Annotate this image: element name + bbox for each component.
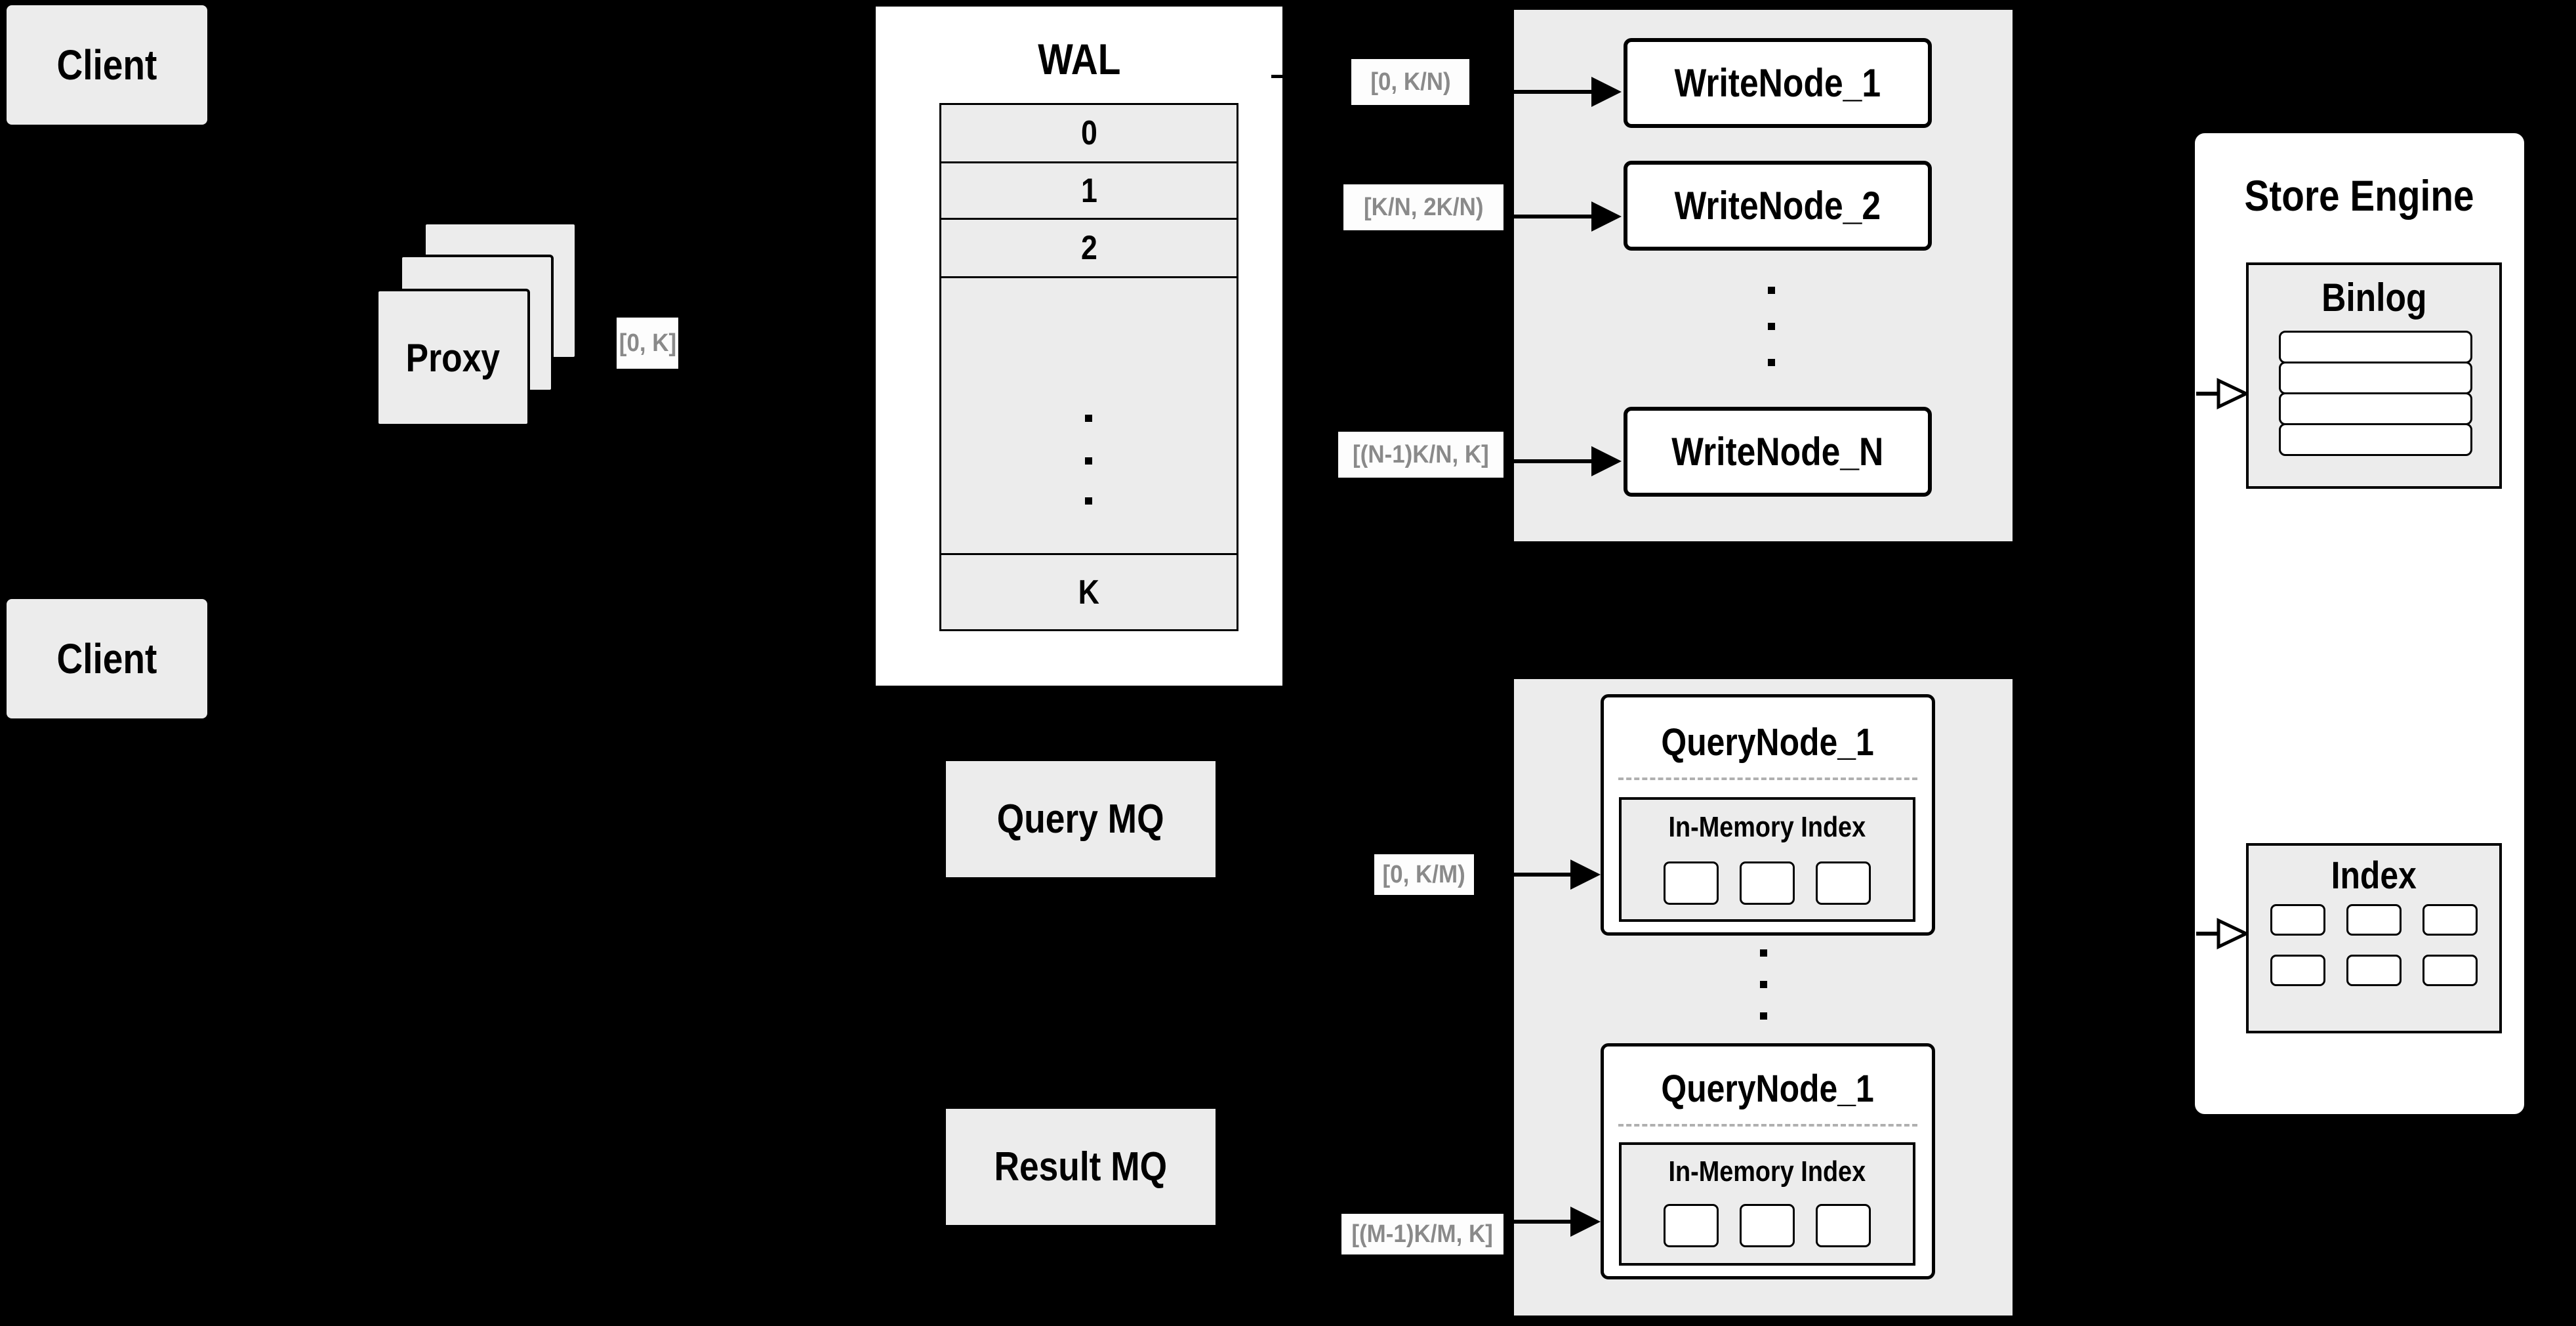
range-label-proxy: [0, K] (617, 318, 678, 369)
client-top-label: Client (56, 41, 157, 89)
query-node-group: QueryNode_1 In-Memory Index QueryNode_1 (1514, 679, 2013, 1316)
index-title: Index (2331, 854, 2417, 897)
ellipsis-dot (1085, 457, 1092, 465)
write-node-1-label: WriteNode_1 (1674, 61, 1881, 105)
in-memory-index-title-wrap: In-Memory Index (1622, 1153, 1913, 1191)
segment-chips (1622, 860, 1913, 906)
wal-title-wrap: WAL (876, 30, 1282, 89)
index-chips-row (2249, 954, 2499, 987)
arrow-right-icon (1514, 201, 1622, 232)
segment-chip (1664, 861, 1719, 905)
in-memory-index-box: In-Memory Index (1619, 1142, 1915, 1266)
wal-table: 0 1 2 K (939, 103, 1238, 631)
index-chip (2270, 955, 2325, 986)
query-node-1-box: QueryNode_1 In-Memory Index (1601, 694, 1935, 936)
index-chip (2423, 955, 2478, 986)
segment-chip (1740, 1204, 1795, 1247)
write-node-n-label: WriteNode_N (1671, 430, 1884, 474)
ellipsis-dot (1768, 323, 1775, 330)
ellipsis-dot (1760, 949, 1767, 957)
wal-row-ellipsis (941, 276, 1237, 553)
query-node-m-box: QueryNode_1 In-Memory Index (1601, 1043, 1935, 1279)
proxy-label: Proxy (405, 335, 501, 380)
query-mq-box: Query MQ (946, 761, 1216, 877)
query-node-1-title-wrap: QueryNode_1 (1604, 716, 1932, 768)
range-label-write-n: [(N-1)K/N, K] (1338, 432, 1503, 478)
wal-outgoing-line-stub (1271, 75, 1282, 78)
binlog-title: Binlog (2321, 275, 2427, 320)
wal-row-2: 2 (941, 218, 1237, 276)
segment-chip (1816, 1204, 1871, 1247)
segment-chips (1622, 1203, 1913, 1249)
binlog-row (2279, 392, 2472, 425)
dashed-divider (1618, 777, 1917, 780)
segment-chip (1664, 1204, 1719, 1247)
write-node-group: WriteNode_1 WriteNode_2 WriteNode_N (1514, 10, 2013, 541)
wal-title: WAL (1037, 35, 1121, 83)
segment-chip (1740, 861, 1795, 905)
arrow-right-icon (1514, 1207, 1601, 1237)
in-memory-index-title: In-Memory Index (1668, 811, 1866, 843)
range-label-write-1: [0, K/N) (1351, 59, 1469, 105)
write-node-1-box: WriteNode_1 (1624, 38, 1932, 128)
range-label-query-m: [(M-1)K/M, K] (1341, 1214, 1503, 1254)
binlog-row (2279, 331, 2472, 363)
arrow-hollow-right-icon (2196, 918, 2249, 949)
dashed-divider (1618, 1124, 1917, 1127)
index-chip (2423, 904, 2478, 936)
client-bottom-label: Client (56, 635, 157, 682)
wal-row-1: 1 (941, 161, 1237, 218)
index-box: Index (2246, 843, 2502, 1033)
proxy-box: Proxy (376, 289, 530, 426)
query-node-1-title: QueryNode_1 (1661, 720, 1875, 764)
index-title-wrap: Index (2249, 854, 2499, 897)
result-mq-label: Result MQ (994, 1144, 1168, 1190)
index-chip (2270, 904, 2325, 936)
store-engine-title: Store Engine (2244, 171, 2475, 220)
client-bottom-box: Client (7, 599, 207, 718)
store-engine-panel: Store Engine Binlog Index (2192, 130, 2527, 1117)
in-memory-index-title-wrap: In-Memory Index (1622, 808, 1913, 847)
ellipsis-dot (1768, 287, 1775, 294)
binlog-row (2279, 362, 2472, 394)
index-chip (2346, 955, 2402, 986)
write-node-n-box: WriteNode_N (1624, 407, 1932, 497)
range-label-write-2: [K/N, 2K/N) (1343, 184, 1503, 230)
write-node-2-box: WriteNode_2 (1624, 161, 1932, 251)
store-engine-title-wrap: Store Engine (2195, 166, 2524, 225)
client-top-box: Client (7, 5, 207, 125)
arrow-hollow-right-icon (2196, 378, 2249, 409)
arrow-right-icon (1514, 77, 1622, 107)
ellipsis-dot (1768, 359, 1775, 366)
index-chips-row (2249, 903, 2499, 936)
segment-chip (1816, 861, 1871, 905)
wal-row-k: K (941, 553, 1237, 629)
in-memory-index-box: In-Memory Index (1619, 797, 1915, 922)
ellipsis-dot (1085, 497, 1092, 505)
ellipsis-dot (1760, 981, 1767, 988)
result-mq-box: Result MQ (946, 1109, 1216, 1225)
arrow-right-icon (1514, 860, 1601, 890)
write-node-2-label: WriteNode_2 (1674, 184, 1881, 228)
range-label-query-1: [0, K/M) (1374, 854, 1474, 895)
query-node-m-title-wrap: QueryNode_1 (1604, 1064, 1932, 1113)
binlog-rows (2279, 331, 2472, 456)
binlog-title-wrap: Binlog (2249, 274, 2499, 320)
query-node-m-title: QueryNode_1 (1661, 1067, 1875, 1110)
index-chip (2346, 904, 2402, 936)
binlog-row (2279, 423, 2472, 456)
ellipsis-dot (1760, 1012, 1767, 1020)
ellipsis-dot (1085, 415, 1092, 422)
binlog-box: Binlog (2246, 262, 2502, 489)
arrow-right-icon (1514, 446, 1622, 476)
wal-row-0: 0 (941, 105, 1237, 161)
wal-panel: WAL 0 1 2 K (876, 7, 1282, 686)
in-memory-index-title: In-Memory Index (1668, 1155, 1866, 1188)
query-mq-label: Query MQ (997, 797, 1164, 842)
